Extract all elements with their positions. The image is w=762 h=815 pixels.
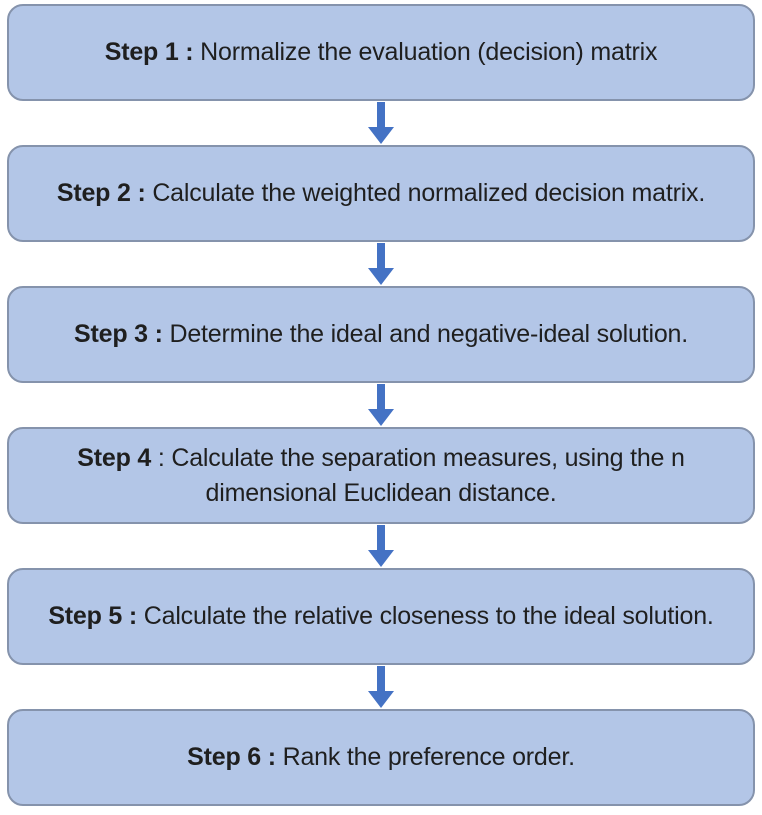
step-3-description: Determine the ideal and negative-ideal s… bbox=[162, 320, 688, 348]
step-6-label: Step 6 : bbox=[187, 743, 276, 771]
step-1-label: Step 1 : bbox=[104, 38, 194, 66]
step-1-text: Step 1 : Normalize the evaluation (decis… bbox=[105, 35, 658, 70]
step-6-text: Step 6 : Rank the preference order. bbox=[187, 740, 575, 775]
step-5-description: Calculate the relative closeness to the … bbox=[137, 602, 714, 630]
down-arrow-icon bbox=[368, 243, 394, 285]
step-1-description: Normalize the evaluation (decision) matr… bbox=[193, 38, 658, 66]
step-2-description: Calculate the weighted normalized decisi… bbox=[145, 179, 706, 207]
step-5-text: Step 5 : Calculate the relative closenes… bbox=[48, 599, 714, 634]
step-4-label: Step 4 bbox=[77, 443, 152, 472]
step-3-text: Step 3 : Determine the ideal and negativ… bbox=[74, 317, 688, 352]
step-2-text: Step 2 : Calculate the weighted normaliz… bbox=[57, 176, 705, 211]
arrow-row bbox=[7, 101, 755, 145]
step-5-label: Step 5 : bbox=[48, 602, 138, 630]
step-6-description: Rank the preference order. bbox=[275, 743, 575, 771]
down-arrow-icon bbox=[368, 102, 394, 144]
down-arrow-icon bbox=[368, 666, 394, 708]
arrow-row bbox=[7, 383, 755, 427]
down-arrow-icon bbox=[368, 384, 394, 426]
arrow-row bbox=[7, 665, 755, 709]
step-1-box: Step 1 : Normalize the evaluation (decis… bbox=[7, 4, 755, 101]
step-3-label: Step 3 : bbox=[74, 320, 163, 348]
step-4-text: Step 4 : Calculate the separation measur… bbox=[21, 441, 741, 511]
arrow-row bbox=[7, 242, 755, 286]
step-5-box: Step 5 : Calculate the relative closenes… bbox=[7, 568, 755, 665]
step-4-box: Step 4 : Calculate the separation measur… bbox=[7, 427, 755, 524]
step-2-box: Step 2 : Calculate the weighted normaliz… bbox=[7, 145, 755, 242]
arrow-row bbox=[7, 524, 755, 568]
down-arrow-icon bbox=[368, 525, 394, 567]
step-3-box: Step 3 : Determine the ideal and negativ… bbox=[7, 286, 755, 383]
step-2-label: Step 2 : bbox=[56, 179, 146, 207]
step-4-description: : Calculate the separation measures, usi… bbox=[151, 443, 685, 507]
step-6-box: Step 6 : Rank the preference order. bbox=[7, 709, 755, 806]
